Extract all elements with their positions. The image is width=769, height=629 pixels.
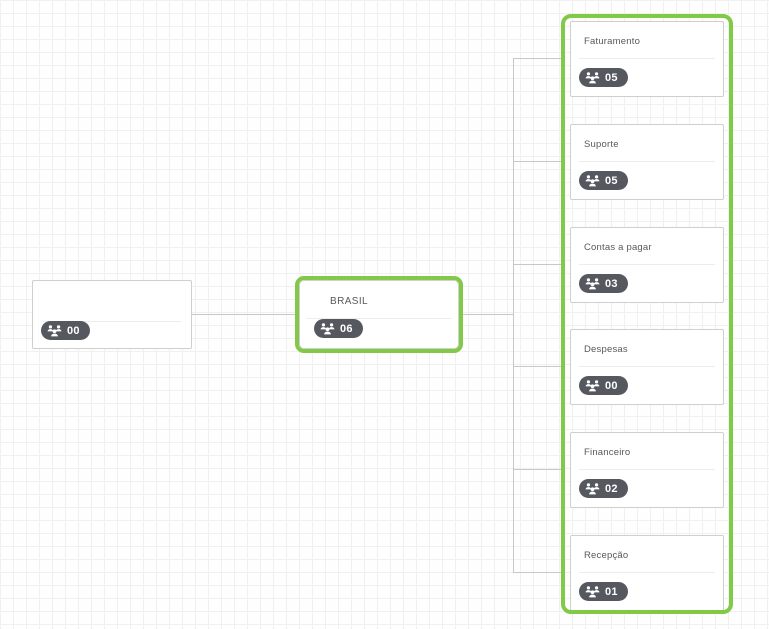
member-count-value: 05 [605,174,618,187]
divider [579,264,715,265]
org-node-department[interactable]: Despesas 00 [570,329,724,405]
divider [43,321,181,322]
people-group-icon [47,325,62,337]
people-group-icon [585,586,600,598]
member-count-badge[interactable]: 00 [579,376,628,395]
divider [579,58,715,59]
org-node-department-title: Financeiro [584,447,631,458]
org-node-brasil[interactable]: BRASIL 06 [299,280,459,349]
connector-branch-6 [513,572,561,573]
org-node-brasil-title: BRASIL [330,296,368,307]
member-count-value: 03 [605,277,618,290]
department-group-selection-outline [561,14,733,614]
connector-branch-4 [513,366,561,367]
org-node-department[interactable]: Faturamento 05 [570,21,724,97]
people-group-icon [585,380,600,392]
org-node-department[interactable]: Recepção 01 [570,535,724,611]
member-count-value: 00 [67,324,80,337]
divider [306,318,452,319]
org-node-department-title: Despesas [584,344,628,355]
connector-children-spine [513,58,514,573]
people-group-icon [585,483,600,495]
org-node-root[interactable]: 00 [32,280,192,349]
member-count-value: 02 [605,482,618,495]
connector-branch-5 [513,469,561,470]
member-count-badge[interactable]: 03 [579,274,628,293]
member-count-value: 01 [605,585,618,598]
connector-branch-3 [513,264,561,265]
connector-branch-1 [513,58,561,59]
people-group-icon [320,323,335,335]
divider [579,572,715,573]
org-node-department[interactable]: Financeiro 02 [570,432,724,508]
divider [579,161,715,162]
member-count-value: 05 [605,71,618,84]
divider [579,469,715,470]
org-node-department[interactable]: Suporte 05 [570,124,724,200]
member-count-badge[interactable]: 05 [579,68,628,87]
org-node-department-title: Suporte [584,139,619,150]
org-node-brasil-selection-outline[interactable]: BRASIL 06 [295,276,463,353]
connector-branch-2 [513,161,561,162]
people-group-icon [585,278,600,290]
member-count-value: 06 [340,322,353,335]
member-count-badge[interactable]: 01 [579,582,628,601]
org-node-department-title: Contas a pagar [584,242,652,253]
member-count-badge[interactable]: 05 [579,171,628,190]
member-count-value: 00 [605,379,618,392]
member-count-badge[interactable]: 06 [314,319,363,338]
org-node-department-title: Recepção [584,550,629,561]
org-node-department[interactable]: Contas a pagar 03 [570,227,724,303]
member-count-badge[interactable]: 00 [41,321,90,340]
people-group-icon [585,72,600,84]
member-count-badge[interactable]: 02 [579,479,628,498]
divider [579,366,715,367]
people-group-icon [585,175,600,187]
connector-brasil-stub [463,314,513,315]
org-node-department-title: Faturamento [584,36,641,47]
connector-root-to-brasil [192,314,295,315]
